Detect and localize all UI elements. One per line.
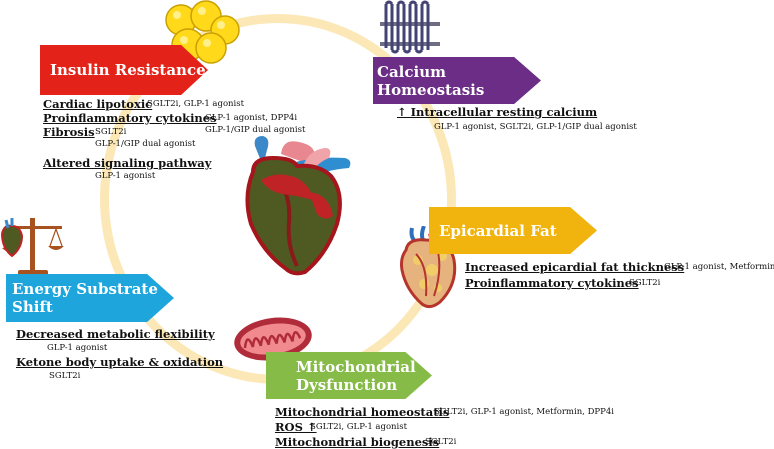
calcium-title-line1: Calcium xyxy=(377,62,446,81)
mito-title-line1: Mitochondrial xyxy=(296,357,416,376)
mito-item-drugs: SGLT2i, GLP-1 agonist, Metformin, DPP4i xyxy=(434,407,614,417)
mito-item-heading: ROS ↑ xyxy=(275,420,317,434)
insulin-item-heading: Cardiac lipotoxic xyxy=(43,97,153,111)
mito-item-drugs: SGLT2i, GLP-1 agonist xyxy=(310,422,408,432)
insulin-item-drugs: GLP-1 agonist, DPP4i xyxy=(205,113,298,123)
energy-item-heading: Ketone body uptake & oxidation xyxy=(16,355,224,369)
heart-icon xyxy=(245,136,351,276)
epicardial-fat-banner: Epicardial Fat xyxy=(429,207,597,254)
fat-droplets-icon xyxy=(165,0,240,64)
receptor-icon xyxy=(380,0,440,54)
energy-title-line2: Shift xyxy=(12,298,53,316)
epicardial-item-drugs: SGLT2i xyxy=(629,278,661,288)
calcium-homeostasis-banner: Calcium Homeostasis xyxy=(373,57,541,104)
energy-substrate-banner: Energy Substrate Shift xyxy=(6,274,174,322)
calcium-item-drugs: GLP-1 agonist, SGLT2i, GLP-1/GIP dual ag… xyxy=(434,122,637,132)
mitochondrial-dysfunction-banner: Mitochondrial Dysfunction xyxy=(266,352,432,399)
insulin-item-drugs: SGLT2i xyxy=(95,127,127,137)
insulin-item-heading: Altered signaling pathway xyxy=(43,156,212,170)
insulin-item-drugs: GLP-1/GIP dual agonist xyxy=(95,139,196,149)
mitochondrion-icon xyxy=(234,317,312,361)
energy-item-drugs: GLP-1 agonist xyxy=(47,343,108,353)
epicardial-item-heading: Increased epicardial fat thickness xyxy=(465,260,685,274)
insulin-resistance-title: Insulin Resistance xyxy=(50,61,206,79)
insulin-resistance-banner: Insulin Resistance xyxy=(40,45,208,95)
insulin-item-drugs: SGLT2i, GLP-1 agonist xyxy=(147,99,245,109)
mito-item-heading: Mitochondrial homeostatis xyxy=(275,405,450,419)
insulin-item-drugs: GLP-1 agonist xyxy=(95,171,156,181)
mito-item-heading: Mitochondrial biogenesis xyxy=(275,435,440,449)
insulin-item-drugs: GLP-1/GIP dual agonist xyxy=(205,125,306,135)
calcium-item-heading: ↑ Intracellular resting calcium xyxy=(397,105,598,119)
insulin-item-heading: Fibrosis xyxy=(43,125,95,139)
epicardial-fat-title: Epicardial Fat xyxy=(439,221,557,240)
mito-title-line2: Dysfunction xyxy=(296,375,398,394)
insulin-item-heading: Proinflammatory cytokines xyxy=(43,111,217,125)
energy-title-line1: Energy Substrate xyxy=(12,280,158,298)
epicardial-item-heading: Proinflammatory cytokines xyxy=(465,276,639,290)
epicardial-item-drugs: GLP-1 agonist, Metformin xyxy=(664,262,774,272)
energy-item-drugs: SGLT2i xyxy=(49,371,81,381)
energy-item-heading: Decreased metabolic flexibility xyxy=(16,327,215,341)
calcium-title-line2: Homeostasis xyxy=(377,80,485,99)
mito-item-drugs: SGLT2i xyxy=(425,437,457,447)
balance-scale-icon xyxy=(0,218,64,276)
